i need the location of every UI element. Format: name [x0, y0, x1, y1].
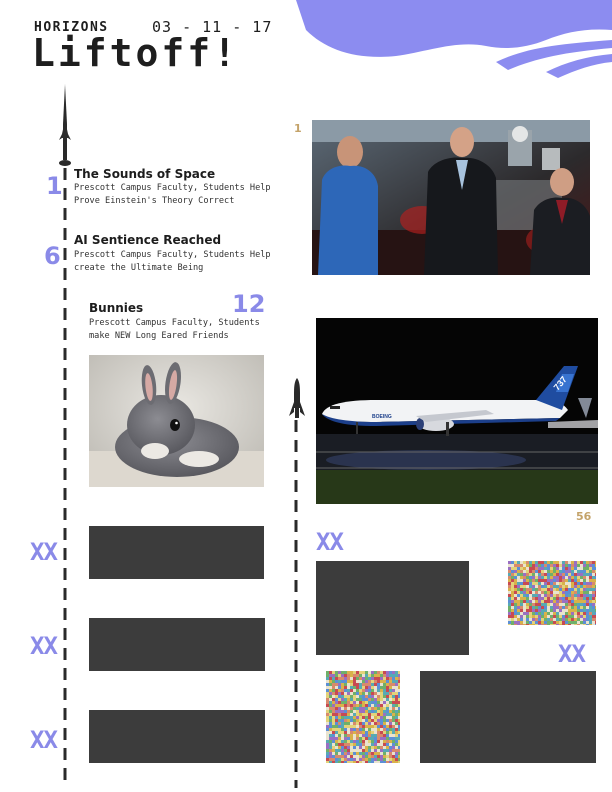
noise-texture-image [508, 561, 596, 625]
placeholder-block [89, 526, 264, 579]
lab-scene-illustration [312, 120, 590, 275]
placeholder-block [420, 671, 596, 763]
article-summary: Prescott Campus Faculty, Students Help c… [74, 249, 306, 275]
article-summary-line: Prescott Campus Faculty, Students [89, 318, 260, 328]
article-page-number: 6 [44, 242, 61, 270]
plane-body-marking: BOEING [372, 414, 392, 420]
photo-page-number: 1 [294, 122, 302, 135]
rocket-icon [289, 378, 305, 418]
article-summary-line: Prescott Campus Faculty, Students Help [74, 183, 271, 193]
bunny-photo[interactable] [89, 355, 264, 487]
header-wave-graphic [296, 0, 612, 78]
article-summary: Prescott Campus Faculty, Students Help P… [74, 182, 306, 208]
timeline-right-dashed-line [294, 420, 298, 788]
placeholder-page-number: XX [30, 538, 58, 566]
placeholder-block [89, 618, 265, 671]
article-summary: Prescott Campus Faculty, Students make N… [89, 317, 321, 343]
photo-page-number: 56 [576, 510, 592, 523]
placeholder-block [89, 710, 265, 763]
lab-researchers-photo[interactable] [312, 120, 590, 275]
placeholder-block [316, 561, 469, 655]
article-headline[interactable]: AI Sentience Reached [74, 233, 222, 247]
placeholder-page-number: XX [558, 640, 586, 668]
noise-texture-image [326, 671, 400, 763]
article-page-number: 1 [46, 172, 63, 200]
timeline-left-dashed-line [63, 168, 67, 784]
plane-scene-illustration: 737 BOEING [316, 318, 598, 504]
placeholder-page-number: XX [316, 528, 344, 556]
rocket-icon [59, 84, 71, 166]
article-summary-line: make NEW Long Eared Friends [89, 331, 229, 341]
article-summary-line: create the Ultimate Being [74, 263, 204, 273]
page-title: Liftoff! [32, 31, 240, 75]
article-headline[interactable]: Bunnies [89, 301, 144, 315]
bunny-illustration [89, 355, 264, 487]
article-page-number: 12 [232, 290, 266, 318]
publication-brand: HORIZONS [34, 20, 109, 35]
placeholder-page-number: XX [30, 726, 58, 754]
article-headline[interactable]: The Sounds of Space [74, 167, 216, 181]
boeing-plane-photo[interactable]: 737 BOEING [316, 318, 598, 504]
article-summary-line: Prescott Campus Faculty, Students Help [74, 250, 271, 260]
article-summary-line: Prove Einstein's Theory Correct [74, 196, 235, 206]
placeholder-page-number: XX [30, 632, 58, 660]
issue-date: 03 - 11 - 17 [152, 18, 273, 36]
